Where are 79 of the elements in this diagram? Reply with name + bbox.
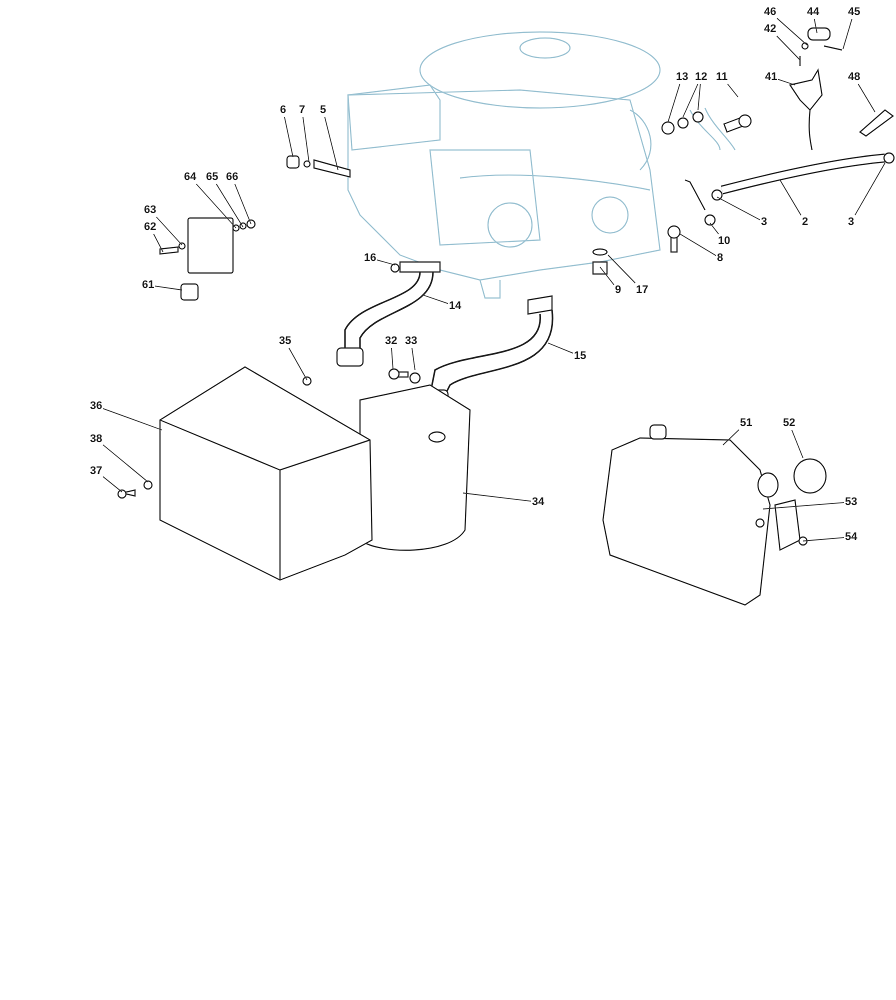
callout-number: 52 [783,417,796,429]
leader-line [102,476,122,492]
leader-line [102,408,162,430]
callout-number: 10 [718,235,730,247]
leader-line [608,254,636,284]
leader-line [154,286,182,290]
leader-line [324,116,338,170]
callout-number: 13 [676,71,688,83]
leader-line [680,234,716,256]
callout-number: 5 [320,104,326,116]
leader-line [716,196,760,220]
callout-number: 38 [90,433,102,445]
callout-number: 66 [226,171,238,183]
leader-line [284,116,294,158]
callout-number: 17 [636,284,648,296]
leader-line [698,84,701,110]
leader-line [391,348,394,370]
leader-line [156,216,182,246]
callout-number: 53 [845,496,858,508]
callout-number: 37 [90,465,102,477]
callout-number: 64 [184,171,196,183]
callout-number: 3 [761,216,768,228]
leader-line [776,36,800,60]
callout-number: 15 [574,350,586,362]
callout-number: 46 [764,6,776,18]
leader-line [216,184,244,228]
leader-line [682,84,698,118]
callout-number: 16 [364,252,376,264]
leader-line [854,162,886,216]
callout-number: 62 [144,221,156,233]
callout-number: 33 [405,335,418,347]
callout-number: 36 [90,400,102,412]
leader-line [422,294,448,304]
leader-line [302,116,310,162]
leader-line [153,234,164,252]
leader-line [102,444,148,482]
leader-line [780,180,802,216]
callout-number: 63 [144,204,156,216]
leader-line [858,84,876,112]
callout-number: 11 [716,71,728,83]
leader-line [814,18,818,34]
callout-number: 2 [802,216,808,228]
leader-line [762,502,844,510]
leader-line [234,184,252,224]
callout-number: 6 [280,104,286,116]
callout-number: 32 [385,335,398,347]
leader-line [600,266,614,286]
callout-number: 54 [845,531,858,543]
leader-line [412,348,416,370]
callout-number: 42 [764,23,776,35]
callout-number: 61 [142,279,154,291]
callout-number: 8 [717,252,724,264]
callout-number: 9 [615,284,622,296]
callout-number: 51 [740,417,752,429]
leader-line [727,84,738,98]
leader-line [802,537,844,542]
leader-line [288,348,308,380]
callout-number: 3 [848,216,854,228]
leader-line [462,492,532,502]
callout-number: 35 [279,335,292,347]
callout-number: 44 [807,6,820,18]
callout-number: 65 [206,171,218,183]
leader-line [722,429,740,446]
leader-line [196,184,236,228]
leader-line [668,84,680,122]
leader-line [710,222,719,234]
leader-line [791,430,804,458]
callout-number: 14 [449,300,462,312]
leader-line [778,78,796,86]
leader-line [842,18,852,50]
callout-number: 48 [848,71,860,83]
leader-line [548,342,574,354]
leader-line [776,18,808,46]
callout-number: 34 [532,496,544,508]
callout-number: 45 [848,6,860,18]
leader-line [376,260,396,266]
callout-number: 41 [765,71,778,83]
callout-number: 7 [299,104,306,116]
callout-number: 12 [695,71,708,83]
